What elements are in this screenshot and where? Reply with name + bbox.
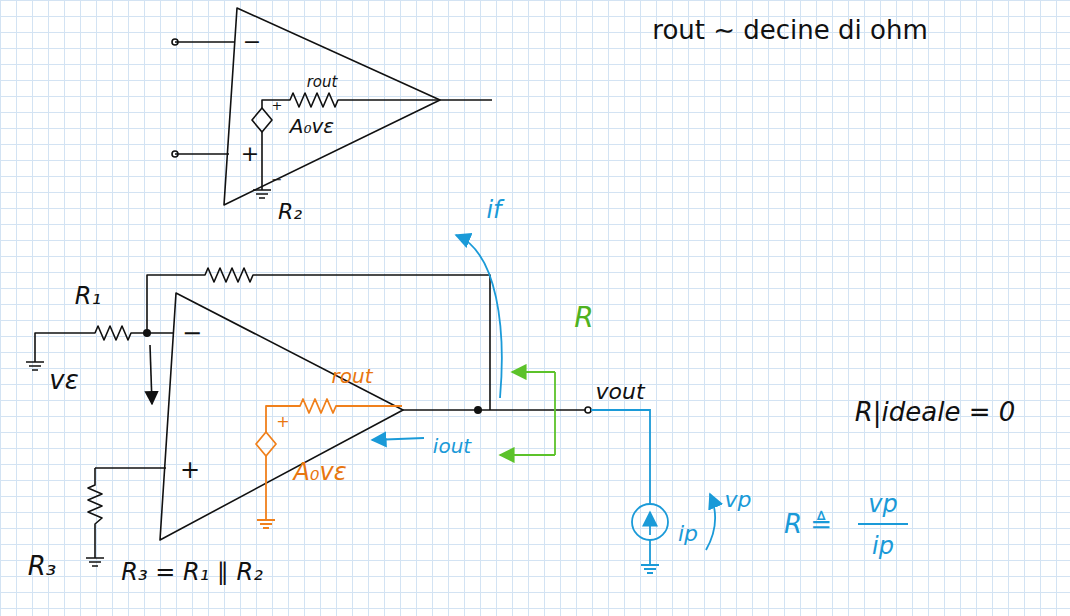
voltage-label: vp [725, 488, 752, 512]
voltage-label: vout [595, 380, 644, 404]
junction-dot [474, 406, 482, 414]
ideal-value: R|ideale = 0 [855, 398, 1016, 427]
note: rout ∼ decine di ohm [652, 16, 927, 45]
polarity-sign: + [276, 413, 289, 431]
resistor-label: R₃ [28, 552, 57, 581]
resistor-label: R₁ [75, 283, 101, 309]
polarity-sign: + [272, 99, 283, 113]
fraction-denominator: ip [872, 533, 894, 559]
resistor-label: R₂ [278, 200, 302, 224]
inverting-amplifier [26, 268, 585, 566]
resistance-label: rout [307, 74, 338, 91]
pin-sign: − [243, 30, 261, 54]
voltage-label: vε [49, 366, 78, 395]
fraction-numerator: vp [868, 491, 897, 517]
internal-model [256, 399, 402, 528]
pin-sign: − [182, 320, 202, 346]
current-label: if [486, 197, 501, 223]
impedance-label: R [574, 303, 593, 334]
current-label: ip [678, 522, 698, 546]
opamp-model [172, 8, 492, 205]
gain-label: A₀vε [290, 115, 334, 137]
impedance-bracket [500, 372, 555, 455]
test-source [372, 235, 908, 573]
equation: R₃ = R₁ ∥ R₂ [121, 559, 263, 585]
output-terminal [585, 407, 591, 413]
polarity-sign: − [272, 173, 283, 187]
definition: R ≜ [784, 510, 832, 539]
pin-sign: + [241, 142, 259, 166]
gain-label: A₀vε [293, 459, 346, 485]
pin-sign: + [180, 457, 200, 483]
current-label: iout [433, 435, 471, 457]
resistance-label: rout [332, 365, 373, 387]
junction-dot [143, 329, 151, 337]
